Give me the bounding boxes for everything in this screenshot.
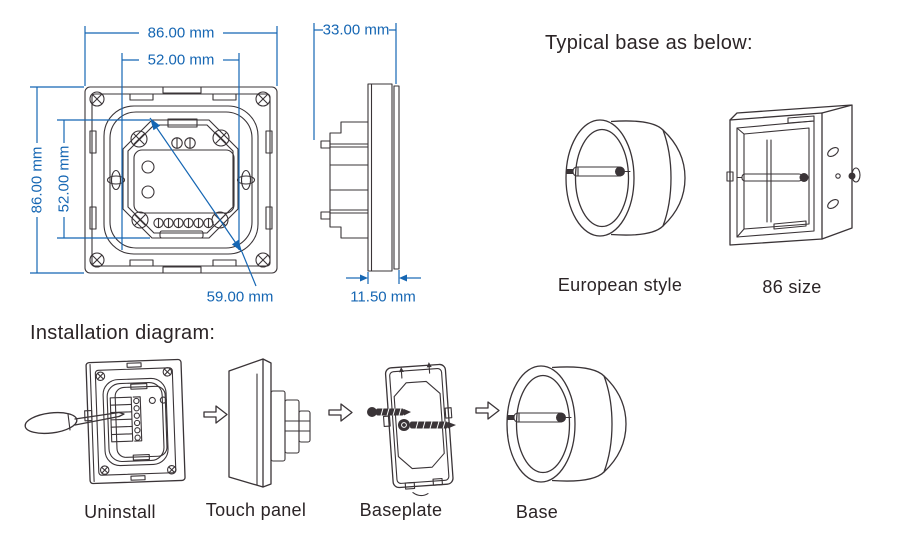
touch-panel-step-drawing bbox=[228, 358, 311, 488]
mounting-screw bbox=[367, 407, 411, 417]
typical-base-heading: Typical base as below: bbox=[545, 32, 753, 54]
base-step-drawing bbox=[506, 365, 627, 483]
side-view: 33.00 mm 11.50 mm bbox=[313, 22, 421, 306]
wire-terminal bbox=[203, 217, 214, 229]
wire-terminal bbox=[153, 217, 164, 229]
dim-text-height-inner: 52.00 mm bbox=[56, 146, 73, 213]
dim-text-depth: 33.00 mm bbox=[323, 22, 390, 39]
uninstall-panel bbox=[84, 358, 186, 485]
size86-box-drawing bbox=[726, 104, 861, 246]
side-view-profile-drawing bbox=[320, 83, 400, 272]
european-base-label: European style bbox=[558, 275, 682, 295]
dim-front-width-inner: 52.00 mm bbox=[121, 52, 240, 250]
wire-terminal bbox=[173, 217, 184, 229]
wire-terminal bbox=[193, 217, 204, 229]
mounting-screw bbox=[398, 419, 456, 431]
dim-text-width-inner: 52.00 mm bbox=[148, 52, 215, 69]
wire-terminal bbox=[183, 217, 194, 229]
wire-terminal bbox=[163, 217, 174, 229]
dim-text-height-outer: 86.00 mm bbox=[29, 147, 46, 214]
step-label-touch-panel: Touch panel bbox=[206, 500, 306, 520]
wire-terminal bbox=[171, 137, 183, 149]
wire-terminal bbox=[184, 137, 196, 149]
dim-front-width-outer: 86.00 mm bbox=[84, 25, 278, 86]
baseplate-plate bbox=[382, 362, 454, 497]
step-label-baseplate: Baseplate bbox=[360, 500, 443, 520]
dim-front-height-inner: 52.00 mm bbox=[56, 119, 150, 239]
step-label-uninstall: Uninstall bbox=[84, 502, 156, 522]
installation-heading: Installation diagram: bbox=[30, 322, 215, 344]
corner-screw bbox=[255, 252, 271, 268]
dim-text-thickness: 11.50 mm bbox=[350, 289, 416, 306]
dim-front-diagonal: 59.00 mm bbox=[149, 117, 274, 306]
step-arrow-icon bbox=[328, 403, 353, 422]
step-arrow-icon bbox=[475, 401, 500, 420]
dim-side-thickness: 11.50 mm bbox=[346, 270, 421, 306]
step-arrow-icon bbox=[203, 405, 228, 424]
european-base-drawing bbox=[565, 119, 686, 237]
front-view: 86.00 mm 52.00 mm 86.00 mm 52.00 mm bbox=[29, 25, 278, 306]
dim-front-height-outer: 86.00 mm bbox=[29, 86, 84, 274]
typical-base-section: Typical base as below: European style bbox=[545, 32, 861, 297]
screwdriver bbox=[24, 411, 125, 435]
step-label-base: Base bbox=[516, 502, 558, 522]
uninstall-step-drawing bbox=[24, 358, 186, 485]
installation-section: Installation diagram: bbox=[24, 322, 627, 522]
dim-text-diagonal: 59.00 mm bbox=[207, 289, 274, 306]
baseplate-step-drawing bbox=[367, 362, 456, 497]
dim-text-width-outer: 86.00 mm bbox=[148, 25, 215, 42]
front-view-panel-drawing bbox=[84, 86, 278, 274]
size86-box-label: 86 size bbox=[762, 277, 821, 297]
dim-side-depth: 33.00 mm bbox=[313, 22, 397, 140]
